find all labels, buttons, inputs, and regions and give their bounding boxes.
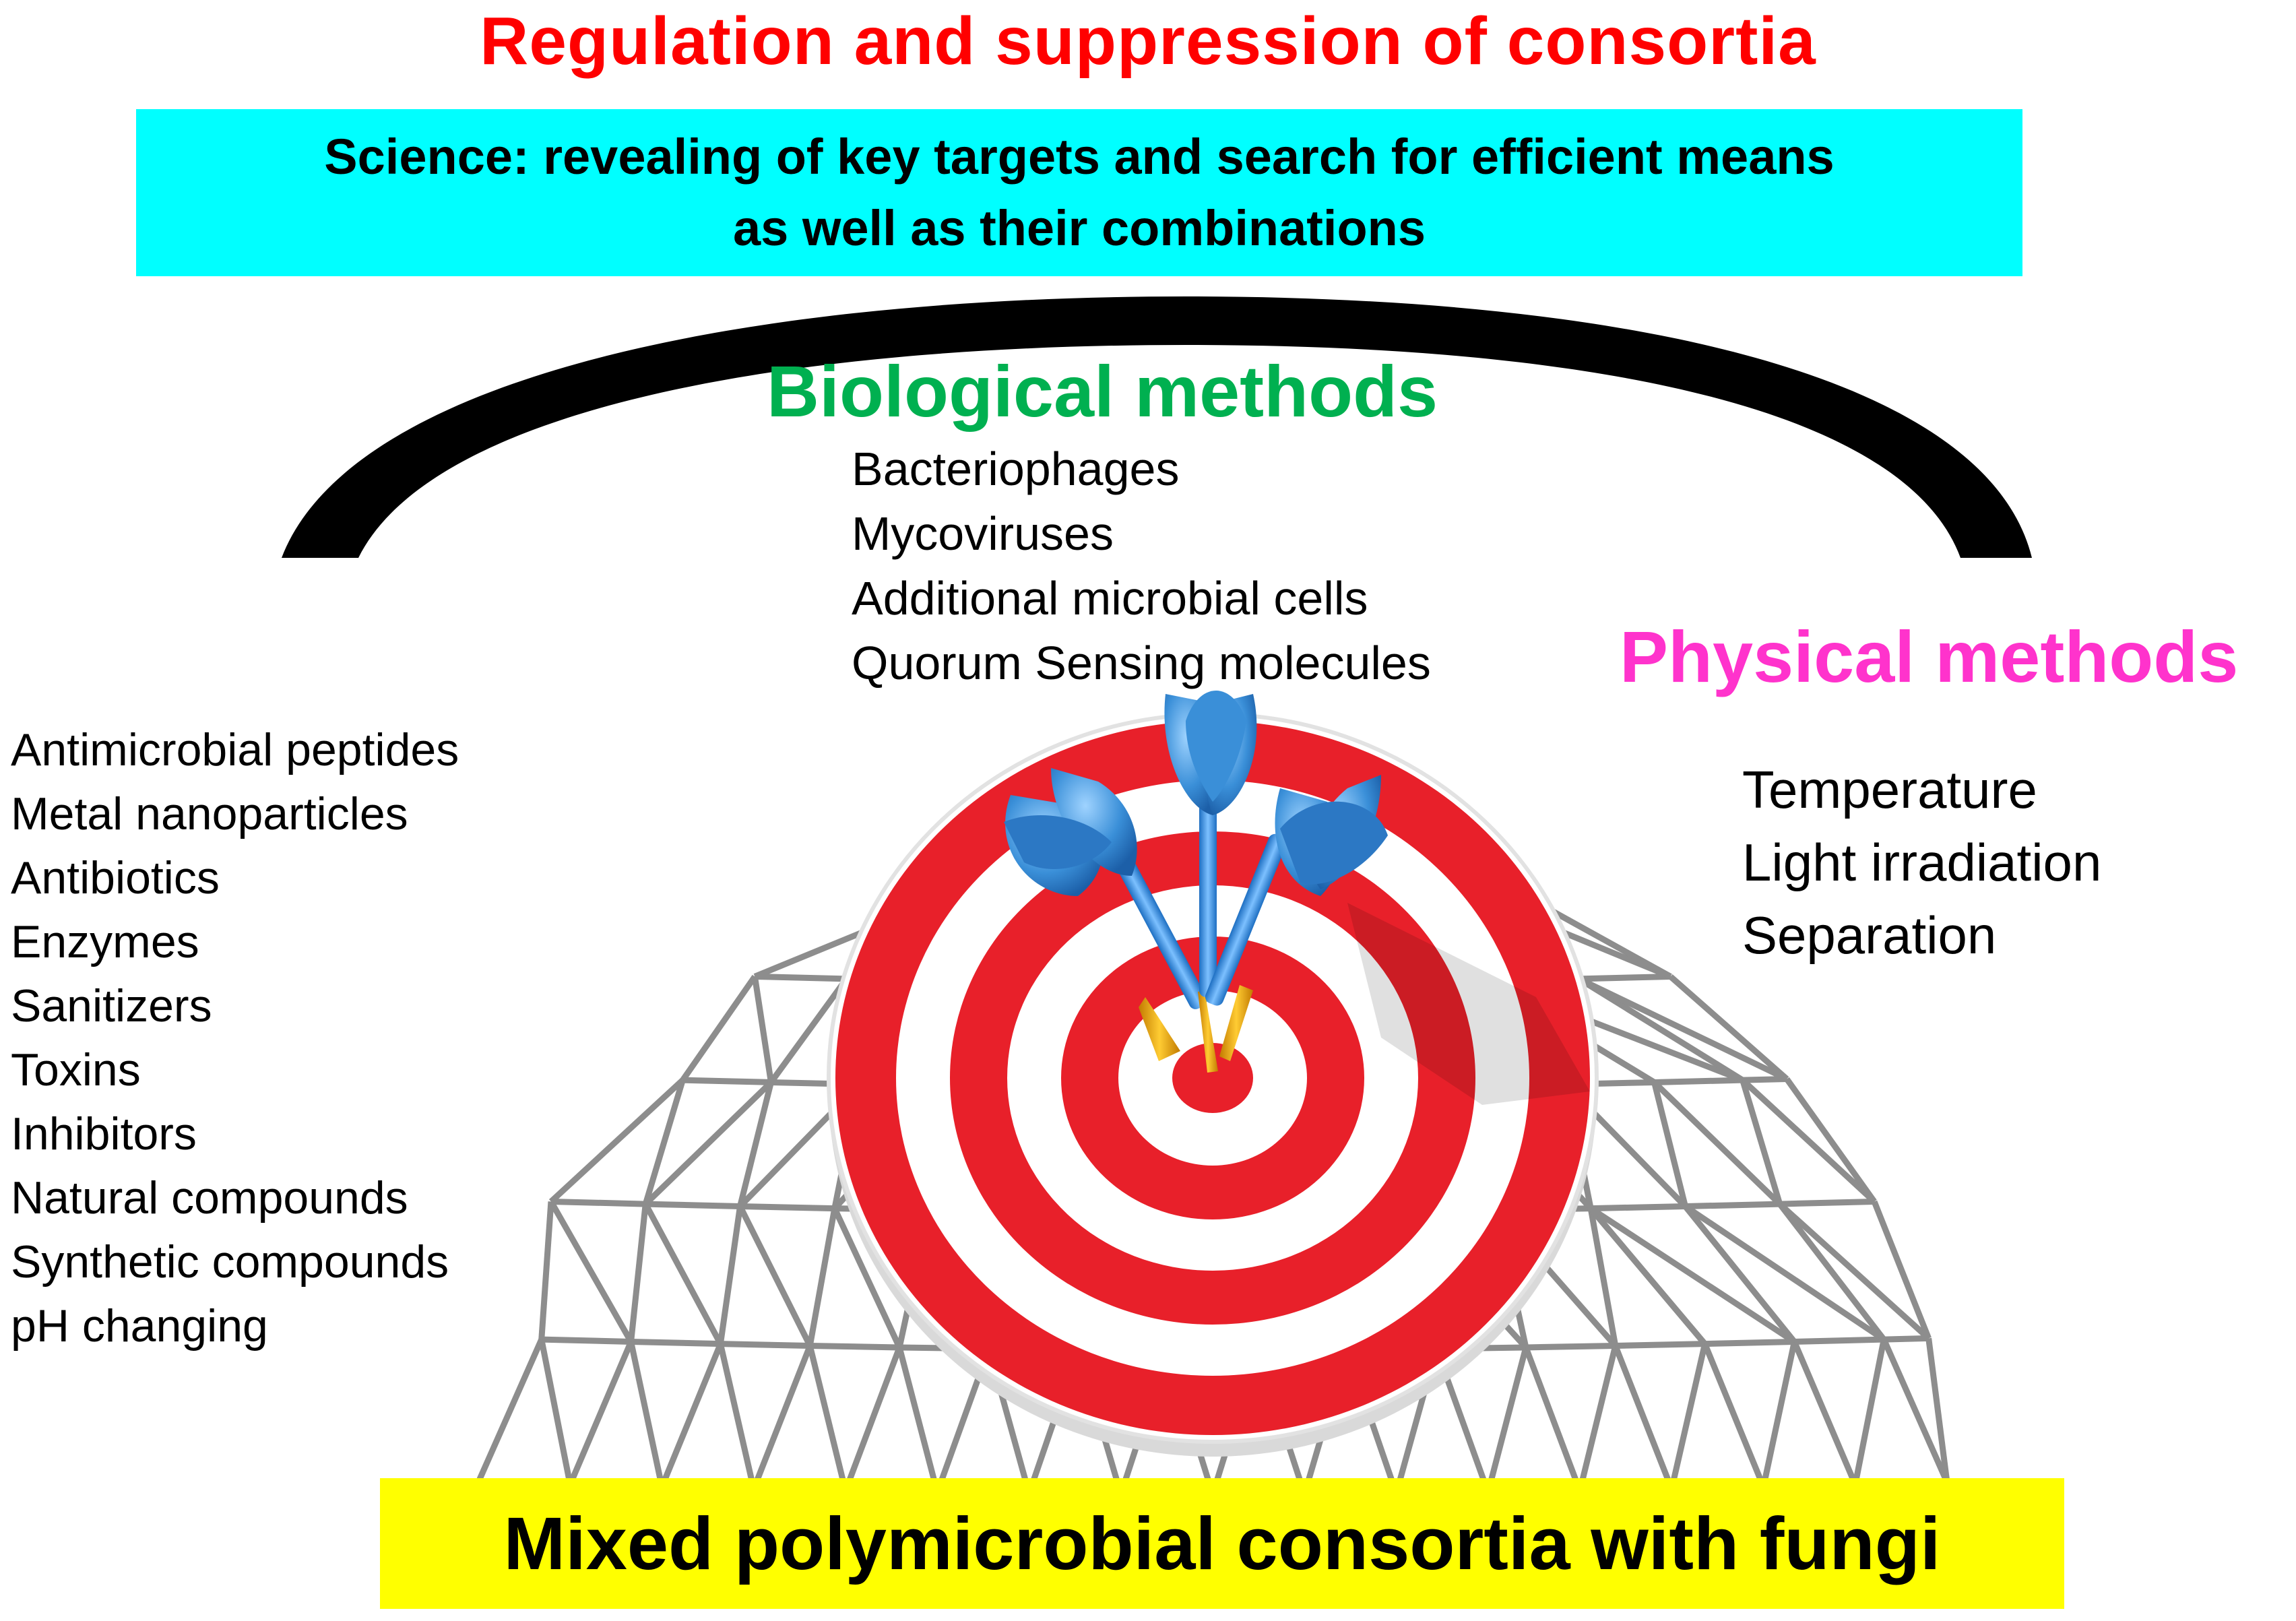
science-box: Science: revealing of key targets and se…: [136, 109, 2022, 276]
page-title: Regulation and suppression of consortia: [480, 3, 1816, 79]
biological-methods-heading: Biological methods: [767, 350, 1438, 432]
list-item: Mycoviruses: [852, 507, 1114, 560]
list-item: Enzymes: [11, 916, 199, 967]
dart-left-icon: [1004, 768, 1207, 1061]
list-item: Separation: [1742, 905, 1997, 965]
chemical-methods-list: Antimicrobial peptides Metal nanoparticl…: [11, 718, 459, 1358]
biological-methods-list: Bacteriophages Mycoviruses Additional mi…: [852, 437, 1431, 695]
list-item: Quorum Sensing molecules: [852, 637, 1431, 689]
physical-methods-list: Temperature Light irradiation Separation: [1742, 753, 2101, 972]
bottom-box: Mixed polymicrobial consortia with fungi: [380, 1478, 2064, 1609]
list-item: pH changing: [11, 1300, 268, 1352]
list-item: Metal nanoparticles: [11, 788, 408, 839]
list-item: Light irradiation: [1742, 833, 2102, 892]
list-item: Sanitizers: [11, 980, 212, 1031]
list-item: Additional microbial cells: [852, 572, 1368, 625]
physical-methods-heading: Physical methods: [1620, 616, 2239, 697]
list-item: Bacteriophages: [852, 443, 1180, 495]
list-item: Toxins: [11, 1044, 141, 1095]
list-item: Inhibitors: [11, 1108, 197, 1159]
list-item: Antibiotics: [11, 852, 220, 903]
list-item: Synthetic compounds: [11, 1236, 449, 1288]
science-line-2: as well as their combinations: [732, 200, 1426, 256]
science-line-1: Science: revealing of key targets and se…: [324, 129, 1835, 185]
dart-middle-icon: [1164, 691, 1257, 1073]
dartboard-target-icon: [827, 712, 1599, 1457]
list-item: Antimicrobial peptides: [11, 724, 459, 775]
dart-right-icon: [1205, 775, 1388, 1061]
list-item: Temperature: [1742, 760, 2037, 819]
arc-icon: [282, 296, 2032, 558]
list-item: Natural compounds: [11, 1172, 408, 1223]
